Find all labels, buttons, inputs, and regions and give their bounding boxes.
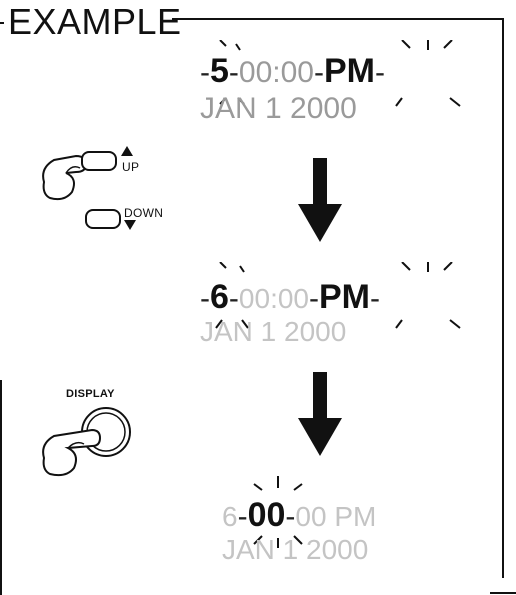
display-step-2: -6-00:00-PM- JAN 1 2000 <box>200 262 490 357</box>
hour-digit: 6 <box>222 501 238 532</box>
time-rest: 00:00 <box>238 56 314 89</box>
frame-left-border <box>0 380 2 595</box>
up-arrow-icon <box>121 146 133 156</box>
display-step-3: 6-00-00 PM JAN 1 2000 <box>222 468 492 568</box>
time-rest: 00 PM <box>295 501 377 532</box>
ampm-indicator: PM <box>324 52 375 90</box>
blink-rays-ampm <box>395 40 461 107</box>
blink-rays-hour <box>219 40 245 105</box>
date-line: JAN 1 2000 <box>200 316 347 347</box>
display-label: DISPLAY <box>66 388 115 400</box>
up-label: UP <box>122 160 140 174</box>
dash-mark: - <box>228 282 239 315</box>
ampm-indicator: PM <box>319 278 370 316</box>
up-button[interactable] <box>80 150 120 174</box>
hand-pressing-up-icon <box>42 154 88 201</box>
down-arrow-step-2 <box>298 372 342 456</box>
hour-digit: 6 <box>210 278 229 316</box>
down-arrow-icon <box>124 220 136 230</box>
frame-right-border <box>502 18 504 578</box>
blink-rays-ampm <box>395 262 461 329</box>
blink-rays-minute <box>253 476 303 548</box>
down-button[interactable] <box>84 208 124 234</box>
example-title: EXAMPLE <box>8 1 182 42</box>
frame-top-border <box>172 18 504 20</box>
dash-mark: - <box>200 282 210 315</box>
dash-mark: - <box>314 56 324 89</box>
dash-mark: - <box>309 282 319 315</box>
dash-mark: - <box>370 282 380 315</box>
date-line: JAN 1 2000 <box>222 534 369 565</box>
dash-mark: - <box>237 500 248 533</box>
date-line: JAN 1 2000 <box>200 92 357 125</box>
down-arrow-step-1 <box>298 158 342 242</box>
minute-digits: 00 <box>247 496 286 534</box>
time-rest: 00:00 <box>238 283 309 314</box>
frame-left-stub <box>0 22 4 24</box>
dash-mark: - <box>375 56 385 89</box>
display-step-1: -5-00:00-PM- JAN 1 2000 <box>200 40 490 135</box>
hand-pressing-display-icon <box>42 428 102 477</box>
down-label: DOWN <box>124 206 164 220</box>
frame-corner-mark <box>490 592 516 594</box>
hour-digit: 5 <box>210 52 229 90</box>
dash-mark: - <box>200 56 210 89</box>
dash-mark: - <box>285 500 296 533</box>
blink-rays-hour <box>215 262 249 329</box>
dash-mark: - <box>228 56 239 89</box>
